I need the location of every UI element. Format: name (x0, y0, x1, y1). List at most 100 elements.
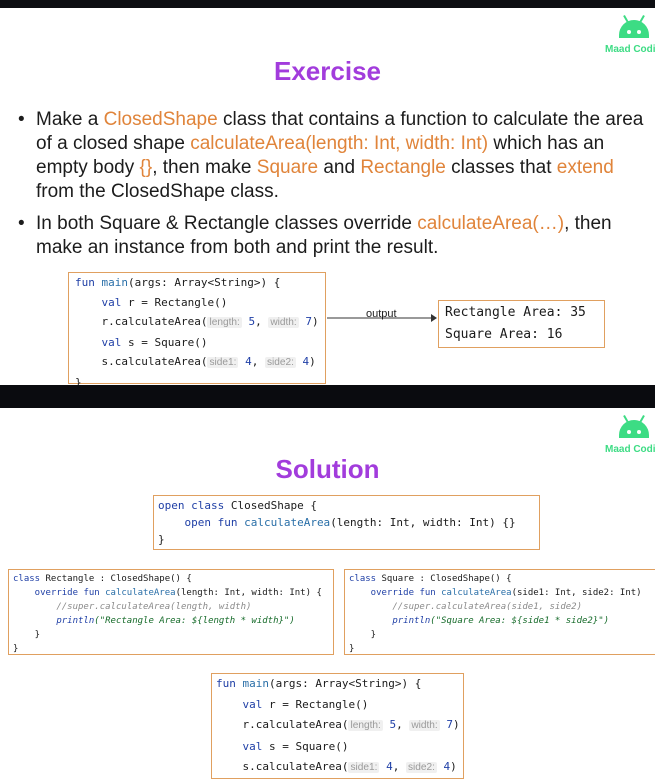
code-text: r.calculateArea( (101, 315, 208, 328)
code-line: class Rectangle : ClosedShape() { (13, 572, 333, 586)
solution-slide: Maad Codin Solution open class ClosedSha… (0, 408, 655, 780)
square-class-code: class Square : ClosedShape() { override f… (344, 569, 655, 655)
param-hint: width: (409, 720, 440, 731)
keyword: val (101, 335, 122, 349)
main-code-snippet: fun main(args: Array<String>) {val r = R… (68, 272, 326, 386)
code-text: Rectangle : ClosedShape() { (40, 574, 192, 584)
keyword: fun (216, 677, 236, 690)
code-line: open fun calculateArea(length: Int, widt… (158, 514, 539, 531)
code-line: } (349, 628, 655, 642)
keyword: class (13, 574, 41, 584)
code-text: (args: Array<String>) { (269, 677, 422, 690)
highlight-text: extend (556, 157, 614, 178)
param-hint: width: (268, 317, 299, 328)
code-text: ClosedShape { (224, 499, 317, 512)
param-hint: length: (207, 317, 242, 328)
bullet-item-1: Make a ClosedShape class that contains a… (14, 108, 644, 204)
function-name: println (392, 616, 431, 626)
number-literal: 7 (446, 718, 453, 731)
code-text: , (392, 760, 406, 773)
code-line: } (13, 642, 333, 656)
code-text: ) (450, 760, 457, 773)
exercise-title: Exercise (274, 56, 381, 86)
param-hint: side2: (264, 357, 296, 368)
code-text: } (34, 630, 41, 640)
code-line: println("Square Area: ${side1 * side2}") (349, 614, 655, 628)
output-label: output (366, 308, 397, 320)
function-name: calculateArea (99, 588, 176, 598)
exercise-slide: Maad Codin Exercise Make a ClosedShape c… (0, 8, 655, 385)
logo-text: Maad Codin (605, 44, 655, 55)
code-line: fun main(args: Array<String>) { (75, 273, 325, 293)
output-line: Rectangle Area: 35 (445, 305, 586, 320)
bullet-text: and (318, 157, 361, 178)
code-text: , (255, 315, 269, 328)
code-line: } (13, 628, 333, 642)
bullet-text: class that contains a function to calcul… (36, 109, 644, 154)
function-name: main (101, 276, 129, 289)
highlight-text: calculateArea(…) (417, 213, 565, 234)
code-line: val s = Square() (75, 333, 325, 353)
android-logo: Maad Codin (605, 14, 655, 64)
function-name: calculateArea (435, 588, 512, 598)
arrow-right-icon (327, 314, 437, 322)
number-literal: 4 (302, 355, 310, 368)
code-comment: //super.calculateArea(side1, side2) (392, 602, 582, 612)
code-text: Square : ClosedShape() { (376, 574, 512, 584)
number-literal: 7 (305, 315, 312, 328)
code-line: override fun calculateArea(length: Int, … (13, 586, 333, 600)
code-line: println("Rectangle Area: ${length * widt… (13, 614, 333, 628)
keyword: val (242, 739, 263, 753)
code-text: (side1: Int, side2: Int) (511, 588, 642, 598)
code-line: r.calculateArea(length: 5, width: 7) (216, 715, 463, 737)
code-line: class Square : ClosedShape() { (349, 572, 655, 586)
bullet-text: from the ClosedShape class. (36, 181, 279, 202)
logo-text: Maad Codin (605, 444, 655, 455)
function-name: main (242, 677, 270, 690)
keyword: val (101, 295, 122, 309)
highlight-text: {} (139, 157, 153, 178)
code-line: s.calculateArea(side1: 4, side2: 4) (75, 352, 325, 373)
rectangle-class-code: class Rectangle : ClosedShape() {overrid… (8, 569, 334, 655)
param-hint: length: (348, 720, 383, 731)
keyword: override fun (370, 588, 436, 598)
code-text: } (370, 630, 377, 640)
code-text: , (251, 355, 265, 368)
code-line: } (349, 642, 655, 656)
code-text: } (13, 644, 19, 654)
string-literal: ("Rectangle Area: ${length * width}") (94, 616, 295, 626)
number-literal: 4 (386, 760, 393, 773)
code-line: val r = Rectangle() (75, 293, 325, 313)
code-text: ) (309, 355, 316, 368)
code-text: r = Rectangle() (262, 697, 369, 711)
code-line: fun main(args: Array<String>) { (216, 674, 463, 695)
bullet-text: In both Square & Rectangle classes overr… (36, 213, 418, 234)
number-literal: 5 (389, 718, 397, 731)
bullet-text: Make a (36, 109, 104, 130)
code-line: //super.calculateArea(length, width) (13, 600, 333, 614)
keyword: open class (158, 499, 225, 512)
code-line: } (75, 373, 325, 386)
android-icon (619, 415, 649, 438)
keyword: class (349, 574, 377, 584)
number-literal: 4 (443, 760, 451, 773)
code-text: } (158, 533, 165, 546)
code-text: ) (452, 718, 460, 731)
bullet-text: , then make (152, 157, 257, 178)
code-text: (length: Int, width: Int) { (175, 588, 322, 598)
param-hint: side1: (348, 762, 380, 773)
solution-title: Solution (275, 454, 380, 484)
highlight-text: Square (256, 157, 319, 178)
keyword: fun (75, 276, 95, 289)
highlight-text: ClosedShape (103, 109, 218, 130)
code-line: val r = Rectangle() (216, 695, 463, 716)
main-code-snippet: fun main(args: Array<String>) {val r = R… (211, 673, 464, 779)
code-line: } (158, 531, 539, 548)
bullet-text: which has an empty body (36, 133, 605, 178)
highlight-text: calculateArea(length: Int, width: Int) (190, 133, 489, 154)
keyword: val (242, 697, 263, 711)
bullet-item-2: In both Square & Rectangle classes overr… (14, 212, 644, 260)
code-line: //super.calculateArea(side1, side2) (349, 600, 655, 614)
bullet-text: classes that (445, 157, 557, 178)
output-line: Square Area: 16 (445, 327, 563, 342)
